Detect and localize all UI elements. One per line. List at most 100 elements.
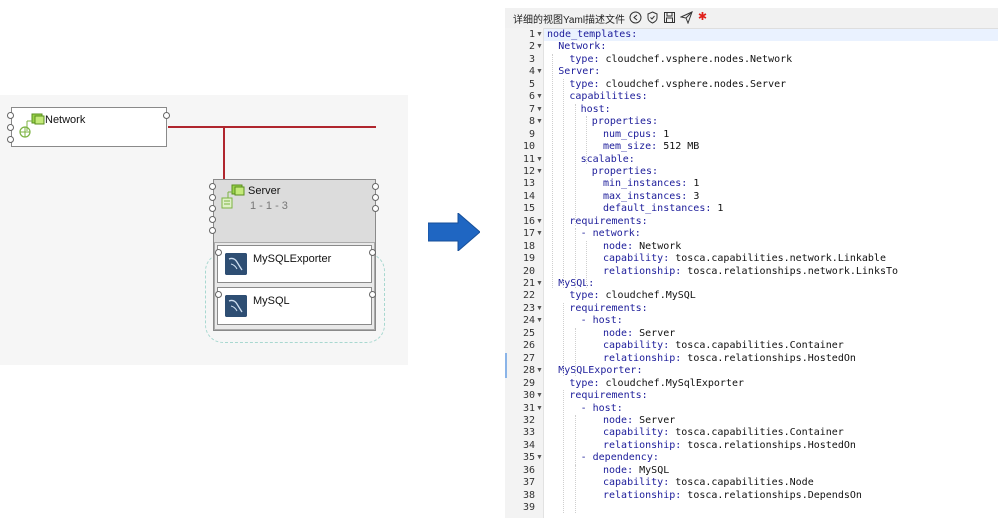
shield-icon[interactable]: [646, 11, 659, 24]
line-number: 39: [522, 502, 535, 514]
code-line[interactable]: capabilities:: [569, 91, 647, 102]
fold-toggle-icon[interactable]: ▼: [536, 392, 543, 400]
yaml-key: capability:: [603, 253, 670, 265]
code-line[interactable]: Server:: [558, 66, 600, 77]
fold-toggle-icon[interactable]: ▼: [536, 304, 543, 312]
code-line[interactable]: scalable:: [581, 154, 635, 165]
code-line[interactable]: requirements:: [569, 303, 647, 314]
indent-guide: [574, 103, 576, 227]
code-line[interactable]: MySQLExporter:: [558, 365, 642, 376]
active-line-highlight: [544, 29, 998, 41]
back-circle-icon[interactable]: [629, 11, 642, 24]
mysql-node[interactable]: MySQL: [215, 287, 376, 325]
fold-toggle-icon[interactable]: ▼: [536, 118, 543, 126]
server-port-left-4[interactable]: [209, 216, 216, 223]
code-area[interactable]: node_templates:Network: type: cloudchef.v…: [544, 28, 998, 518]
server-port-left-1[interactable]: [209, 183, 216, 190]
yaml-value: 1: [711, 203, 724, 215]
code-line[interactable]: max_instances: 3: [603, 191, 699, 202]
fold-toggle-icon[interactable]: ▼: [536, 404, 543, 412]
fold-toggle-icon[interactable]: ▼: [536, 31, 543, 38]
indent-guide: [563, 302, 565, 376]
server-port-left-2[interactable]: [209, 194, 216, 201]
fold-toggle-icon[interactable]: ▼: [536, 367, 543, 375]
code-line[interactable]: node: Network: [603, 241, 681, 252]
server-port-left-3[interactable]: [209, 205, 216, 212]
code-line[interactable]: - dependency:: [581, 452, 659, 463]
code-line[interactable]: type: cloudchef.MySqlExporter: [569, 378, 744, 389]
mysql-port-right[interactable]: [369, 291, 376, 298]
right-arrow-icon: [428, 213, 480, 251]
fold-toggle-icon[interactable]: ▼: [536, 317, 543, 325]
code-line[interactable]: Network:: [558, 41, 606, 52]
yaml-value: cloudchef.MySQL: [599, 290, 696, 302]
mysqlexporter-port-right[interactable]: [369, 249, 376, 256]
network-port-left-mid[interactable]: [7, 124, 14, 131]
fold-toggle-icon[interactable]: ▼: [536, 155, 543, 163]
code-line[interactable]: - host:: [581, 315, 623, 326]
line-number: 30: [522, 390, 535, 402]
code-line[interactable]: properties:: [592, 166, 658, 177]
code-line[interactable]: - host:: [581, 403, 623, 414]
code-line[interactable]: node: Server: [603, 415, 675, 426]
code-line[interactable]: capability: tosca.capabilities.Container: [603, 340, 844, 351]
code-line[interactable]: relationship: tosca.relationships.Depend…: [603, 490, 862, 501]
code-line[interactable]: capability: tosca.capabilities.network.L…: [603, 253, 886, 264]
code-line[interactable]: requirements:: [569, 216, 647, 227]
network-port-right[interactable]: [163, 112, 170, 119]
topology-canvas[interactable]: Network Server 1 - 1 - 3: [0, 95, 408, 365]
code-line[interactable]: - network:: [581, 228, 641, 239]
yaml-key: max_instances:: [603, 190, 688, 202]
code-line[interactable]: type: cloudchef.MySQL: [569, 290, 695, 301]
code-line[interactable]: relationship: tosca.relationships.Hosted…: [603, 353, 856, 364]
server-port-right-2[interactable]: [372, 194, 379, 201]
required-star-icon: ✱: [697, 11, 708, 23]
code-line[interactable]: host:: [581, 104, 611, 115]
code-line[interactable]: MySQL:: [558, 278, 594, 289]
code-line[interactable]: relationship: tosca.relationships.Hosted…: [603, 440, 856, 451]
code-line[interactable]: properties:: [592, 116, 658, 127]
code-line[interactable]: capability: tosca.capabilities.Container: [603, 427, 844, 438]
fold-toggle-icon[interactable]: ▼: [536, 43, 543, 51]
network-port-left-bottom[interactable]: [7, 136, 14, 143]
server-port-left-5[interactable]: [209, 227, 216, 234]
fold-toggle-icon[interactable]: ▼: [536, 230, 543, 238]
fold-toggle-icon[interactable]: ▼: [536, 454, 543, 462]
server-port-right-3[interactable]: [372, 205, 379, 212]
code-line[interactable]: default_instances: 1: [603, 203, 723, 214]
code-line[interactable]: relationship: tosca.relationships.networ…: [603, 266, 898, 277]
fold-toggle-icon[interactable]: ▼: [536, 93, 543, 101]
mysqlexporter-port-left[interactable]: [215, 249, 222, 256]
mysql-port-left[interactable]: [215, 291, 222, 298]
indent-guide: [574, 414, 576, 513]
code-line[interactable]: type: cloudchef.vsphere.nodes.Server: [569, 79, 786, 90]
code-line[interactable]: requirements:: [569, 390, 647, 401]
send-icon[interactable]: [679, 11, 693, 25]
code-line[interactable]: type: cloudchef.vsphere.nodes.Network: [569, 54, 792, 65]
code-line[interactable]: capability: tosca.capabilities.Node: [603, 477, 814, 488]
network-node[interactable]: Network: [7, 107, 170, 147]
code-line[interactable]: node: Server: [603, 328, 675, 339]
server-port-right-1[interactable]: [372, 183, 379, 190]
server-node[interactable]: Server 1 - 1 - 3 MySQLExporter MySQL: [209, 179, 379, 331]
indent-guide: [585, 240, 587, 289]
code-line[interactable]: node_templates:: [547, 29, 637, 40]
yaml-key: requirements:: [569, 215, 648, 227]
network-node-label: Network: [45, 114, 86, 126]
code-line[interactable]: min_instances: 1: [603, 178, 699, 189]
code-line[interactable]: num_cpus: 1: [603, 129, 669, 140]
yaml-value: tosca.capabilities.network.Linkable: [669, 253, 886, 265]
save-icon[interactable]: [663, 11, 676, 24]
fold-toggle-icon[interactable]: ▼: [536, 217, 543, 225]
fold-toggle-icon[interactable]: ▼: [536, 280, 543, 287]
fold-toggle-icon[interactable]: ▼: [536, 68, 543, 76]
mysqlexporter-node[interactable]: MySQLExporter: [215, 245, 376, 283]
fold-toggle-icon[interactable]: ▼: [536, 167, 543, 175]
code-line[interactable]: mem_size: 512 MB: [603, 141, 699, 152]
line-number: 18: [522, 240, 535, 252]
fold-toggle-icon[interactable]: ▼: [536, 105, 543, 113]
code-line[interactable]: node: MySQL: [603, 465, 669, 476]
network-port-left-top[interactable]: [7, 112, 14, 119]
yaml-key: node:: [603, 464, 634, 476]
